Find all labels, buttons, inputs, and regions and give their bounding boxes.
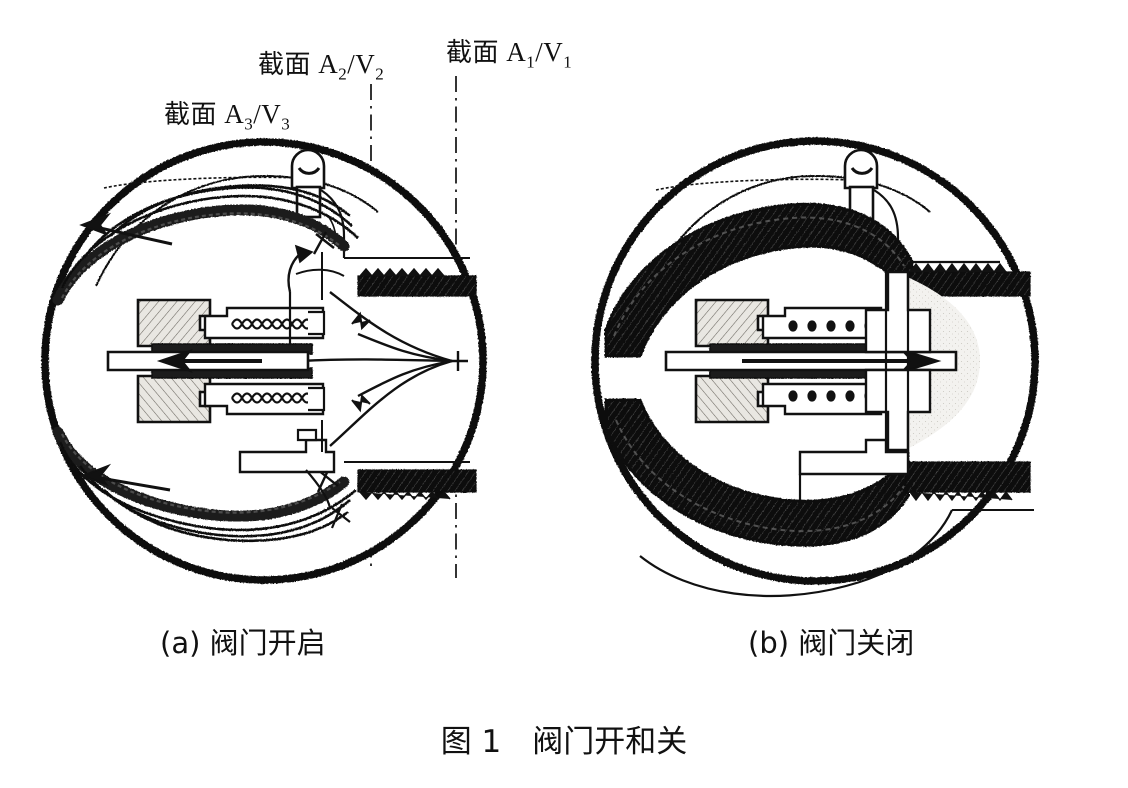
section-label-a3-sub: 3 [244,114,254,134]
outlet-port-open [344,257,470,463]
piston-block-upper-closed [694,298,770,348]
shaft-arrow-open [156,348,193,374]
section-label-a2: 截面 A2/V2 [258,44,384,84]
piston-block-upper-open [136,298,212,348]
figure-caption: 图 1 阀门开和关 [440,724,688,760]
jet-streamlines-open [299,291,453,447]
flow-arrow-lower-open [79,463,112,486]
section-label-a2-sep: / [347,49,356,79]
sleeve-lower-open [203,382,325,416]
valve-mechanism-closed [664,270,958,500]
section-label-a3-sym2: V [261,99,282,129]
inner-shell-upper-closed [651,174,931,287]
streamlines-upper-open [60,184,359,289]
section-label-a1: 截面 A1/V1 [446,32,572,72]
thread-band-upper-open [357,267,477,297]
seal-strip-lower-open [52,426,350,522]
section-label-a2-sym: A [318,49,339,79]
piston-block-lower-open [136,374,212,424]
section-label-a2-sub: 2 [338,64,348,84]
seat-ledge-top-closed [655,178,853,191]
panel-caption-open: (a) 阀门开启 [160,626,326,660]
section-label-a3-sep: / [253,99,262,129]
seat-plate-closed [798,438,910,476]
spring-lower-open [231,392,313,404]
spring-upper-open [231,318,313,330]
jet-tick-lower [351,393,371,413]
thread-band-lower-closed [905,461,1031,502]
section-label-a1-sub: 1 [526,52,536,72]
piston-block-lower-closed [694,374,770,424]
panel-open [41,138,487,584]
section-label-a3: 截面 A3/V3 [164,94,290,134]
convergence-cross [448,351,468,371]
section-label-a2-sub2: 2 [375,64,385,84]
panel-caption-closed: (b) 阀门关闭 [748,626,915,660]
seal-strip-upper-open [52,204,350,306]
section-label-a2-sym2: V [355,49,376,79]
thread-band-lower-open [357,469,477,501]
jet-tick-upper [351,311,371,331]
section-label-a1-sub2: 1 [563,52,573,72]
seal-tick-bottom-open [330,503,351,529]
section-label-a2-cjk: 截面 [258,50,312,80]
link-arrow-open [294,244,314,264]
section-label-a1-sym2: V [543,37,564,67]
section-label-a3-sym: A [224,99,245,129]
outer-guide-closed [639,509,953,598]
section-label-a3-sub2: 3 [281,114,291,134]
section-label-a1-sym: A [506,37,527,67]
seal-tick-upper-open [312,231,335,255]
seal-band-lower-closed [604,398,910,547]
section-label-a1-sep: / [535,37,544,67]
section-label-a3-cjk: 截面 [164,100,218,130]
sleeve-upper-open [203,306,325,340]
panel-closed [591,137,1039,598]
section-label-a1-cjk: 截面 [446,38,500,68]
seat-plate-open [238,438,336,474]
valve-mechanism-open [106,298,336,509]
flow-arrow-upper-open [79,212,112,237]
seat-ledge-top-open [103,176,301,189]
